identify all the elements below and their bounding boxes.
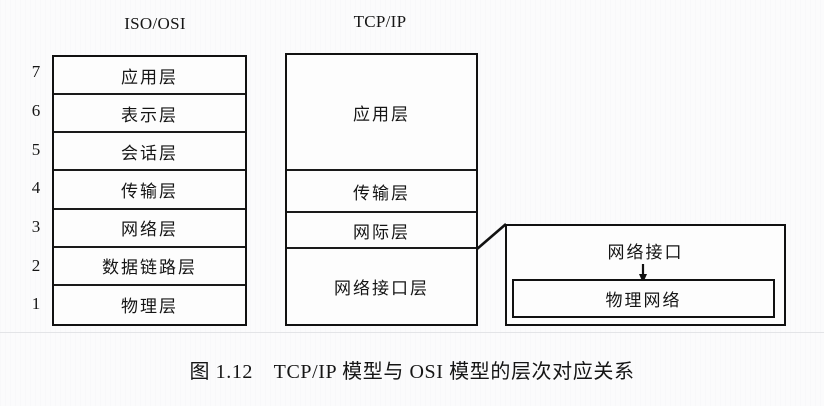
osi-layer-number-7: 7 bbox=[31, 62, 41, 81]
osi-layer-presentation: 表示层 bbox=[54, 95, 245, 134]
osi-layer-physical: 物理层 bbox=[121, 297, 178, 317]
osi-column-header: ISO/OSI bbox=[124, 14, 186, 33]
tcpip-layer-internet: 网际层 bbox=[287, 213, 476, 249]
osi-layer-number-4: 4 bbox=[31, 178, 41, 197]
osi-layer-application: 应用层 bbox=[54, 57, 245, 96]
osi-layer-data-link: 数据链路层 bbox=[54, 248, 245, 286]
tcpip-layer-transport: 传输层 bbox=[287, 171, 476, 213]
network-interface-label: 网络接口 bbox=[607, 243, 684, 262]
osi-layer-number-6: 6 bbox=[31, 101, 41, 120]
figure-caption: 图 1.12 TCP/IP 模型与 OSI 模型的层次对应关系 bbox=[189, 361, 635, 383]
physical-network-box: 物理网络 bbox=[512, 279, 775, 318]
scan-artifact-line bbox=[0, 332, 824, 333]
osi-layer-number-5: 5 bbox=[31, 140, 41, 159]
network-interface-detail-box: 网络接口 物理网络 bbox=[505, 224, 786, 326]
osi-layer-number-3: 3 bbox=[31, 217, 41, 236]
osi-layer-number-1: 1 bbox=[31, 294, 41, 313]
tcpip-model-stack: 应用层 传输层 网际层 网络接口层 bbox=[285, 53, 478, 326]
osi-layer-number-2: 2 bbox=[31, 256, 41, 275]
osi-layer-network: 网络层 bbox=[54, 210, 245, 248]
down-arrow-icon bbox=[639, 264, 647, 283]
tcpip-column-header: TCP/IP bbox=[353, 12, 407, 31]
osi-model-stack: 应用层 表示层 会话层 传输层 网络层 数据链路层 物理层 bbox=[52, 55, 247, 326]
expansion-connector-line bbox=[476, 223, 507, 250]
osi-layer-session: 会话层 bbox=[54, 133, 245, 172]
tcpip-layer-network-interface: 网络接口层 bbox=[334, 278, 429, 298]
tcpip-layer-application: 应用层 bbox=[287, 55, 476, 171]
osi-layer-transport: 传输层 bbox=[54, 171, 245, 210]
